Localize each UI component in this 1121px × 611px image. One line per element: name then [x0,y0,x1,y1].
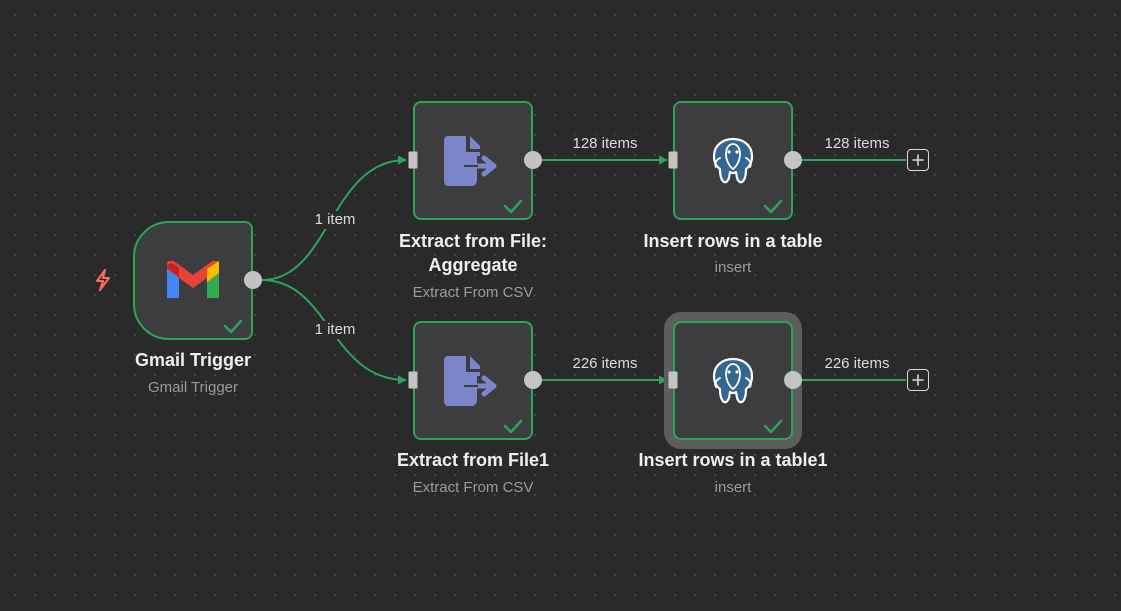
node-subtitle: Extract From CSV [412,479,534,496]
edge-label-insert-output: 128 items [821,135,893,153]
success-check-icon [503,199,523,214]
node-title-line2: Aggregate [428,255,518,275]
node-subtitle: insert [714,479,752,496]
postgres-icon [712,357,754,403]
output-port[interactable] [784,151,802,169]
success-check-icon [223,319,243,334]
node-subtitle: Extract From CSV [412,284,534,301]
output-port[interactable] [784,371,802,389]
input-port[interactable] [668,371,678,389]
postgres-icon [712,137,754,183]
node-insert-rows1[interactable] [673,321,793,440]
node-title: Insert rows in a table [643,231,823,251]
gmail-icon [167,260,219,298]
node-title: Insert rows in a table1 [638,450,828,470]
edge-label-trigger-to-aggregate: 1 item [311,211,359,229]
output-port[interactable] [524,371,542,389]
plus-icon [912,374,924,386]
output-port[interactable] [524,151,542,169]
node-title: Extract from File1 [396,450,550,470]
success-check-icon [763,419,783,434]
node-title: Gmail Trigger [134,350,252,370]
edge-label-file1-to-insert1: 226 items [569,355,641,373]
input-port[interactable] [408,151,418,169]
node-insert-rows[interactable] [673,101,793,220]
input-port[interactable] [668,151,678,169]
file-export-icon [444,355,497,406]
success-check-icon [503,419,523,434]
plus-icon [912,154,924,166]
add-node-button[interactable] [907,149,929,171]
node-extract-aggregate[interactable] [413,101,533,220]
edge-label-aggregate-to-insert: 128 items [569,135,641,153]
node-subtitle: Gmail Trigger [147,379,239,396]
trigger-bolt-icon [96,269,110,291]
edge-label-trigger-to-file1: 1 item [311,321,359,339]
edge-label-insert1-output: 226 items [821,355,893,373]
node-title-line1: Extract from File: [398,231,548,251]
success-check-icon [763,199,783,214]
file-export-icon [444,135,497,186]
node-subtitle: insert [714,259,752,276]
input-port[interactable] [408,371,418,389]
output-port[interactable] [244,271,262,289]
node-extract-file1[interactable] [413,321,533,440]
node-gmail-trigger[interactable] [133,221,253,340]
add-node-button[interactable] [907,369,929,391]
